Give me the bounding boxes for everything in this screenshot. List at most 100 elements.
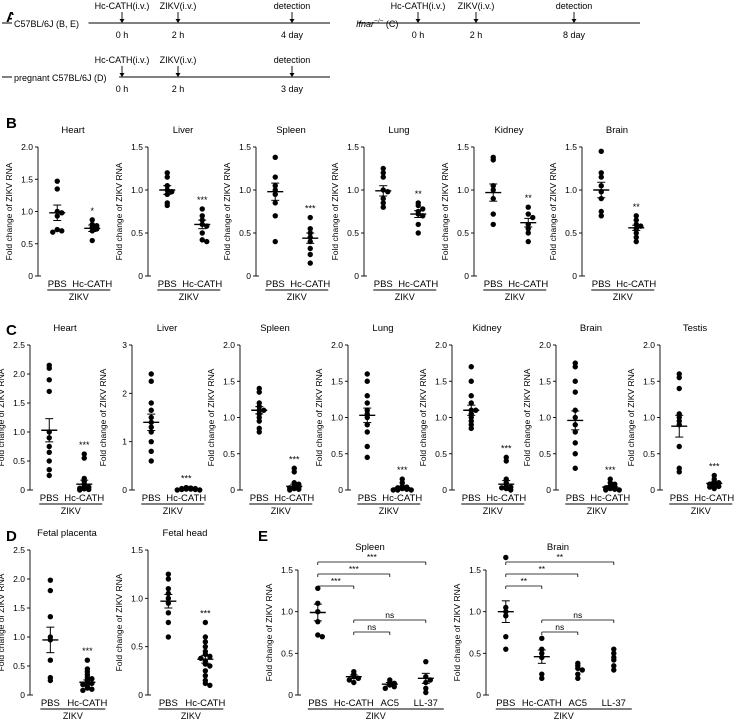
comparison-label: ns bbox=[573, 610, 582, 620]
category-label: PBS bbox=[40, 493, 59, 504]
chart-title: Lung bbox=[388, 125, 409, 136]
y-tick-label: 0.5 bbox=[457, 228, 469, 238]
data-point bbox=[89, 680, 95, 687]
timeline-1: C57BL/6J (B, E)Hc-CATH(i.v.)0 hZIKV(i.v.… bbox=[2, 1, 330, 40]
data-point bbox=[80, 681, 86, 688]
data-point bbox=[423, 658, 429, 665]
data-point bbox=[307, 260, 313, 266]
arrow-head bbox=[175, 19, 181, 23]
data-point bbox=[468, 378, 474, 384]
strain-label: C57BL/6J (B, E) bbox=[14, 19, 79, 29]
data-point bbox=[633, 230, 639, 236]
data-point bbox=[164, 202, 170, 209]
data-point bbox=[572, 389, 578, 395]
y-tick-label: 1.5 bbox=[131, 142, 143, 152]
data-point bbox=[86, 486, 92, 493]
chart-title: Spleen bbox=[260, 323, 290, 334]
group-label: ZIKV bbox=[179, 292, 199, 302]
y-tick-label: 0.5 bbox=[131, 228, 143, 238]
timeline-time-label: 3 day bbox=[281, 84, 304, 94]
y-tick-label: 2.0 bbox=[643, 340, 655, 350]
category-label: Hc-CATH bbox=[182, 279, 222, 290]
data-point bbox=[165, 619, 172, 626]
category-label: LL-37 bbox=[414, 698, 438, 709]
y-tick-label: 0 bbox=[122, 485, 127, 495]
y-tick-label: 0 bbox=[246, 271, 251, 281]
y-tick-label: 1.5 bbox=[223, 376, 235, 386]
data-point bbox=[307, 251, 313, 258]
y-tick-label: 0.5 bbox=[435, 449, 447, 459]
data-point bbox=[575, 671, 581, 677]
data-point bbox=[380, 165, 386, 172]
y-tick-label: 0 bbox=[476, 690, 481, 700]
significance-marker: *** bbox=[501, 443, 512, 453]
group-label: ZIKV bbox=[691, 506, 711, 516]
data-point bbox=[202, 643, 209, 650]
timeline-time-label: 4 day bbox=[281, 30, 304, 40]
y-tick-label: 1.0 bbox=[347, 185, 359, 195]
y-tick-label: 0.5 bbox=[331, 449, 343, 459]
comparison-label: *** bbox=[331, 576, 342, 586]
timeline-step-label: Hc-CATH(i.v.) bbox=[95, 55, 150, 65]
data-point bbox=[204, 238, 210, 245]
y-axis-label: Fold change of ZIKV RNA bbox=[314, 368, 324, 466]
category-label: PBS bbox=[158, 279, 177, 290]
data-point bbox=[272, 174, 278, 180]
y-axis-label: Fold change of ZIKV RNA bbox=[522, 368, 532, 466]
y-tick-label: 0 bbox=[464, 271, 469, 281]
data-point bbox=[633, 238, 639, 245]
data-point bbox=[633, 217, 639, 223]
strain-label-bg bbox=[12, 69, 120, 82]
group-label: ZIKV bbox=[63, 711, 83, 721]
y-tick-label: 1.0 bbox=[469, 607, 481, 617]
data-point bbox=[711, 485, 717, 492]
y-axis-label: Fold change of ZIKV RNA bbox=[264, 583, 274, 681]
y-tick-label: 0 bbox=[138, 271, 143, 281]
y-tick-label: 1.0 bbox=[457, 185, 469, 195]
data-point bbox=[307, 245, 313, 252]
data-point bbox=[364, 371, 370, 377]
data-point bbox=[272, 154, 278, 161]
category-label: AC5 bbox=[381, 698, 399, 709]
strain-label: pregnant C57BL/6J (D) bbox=[14, 73, 107, 83]
y-tick-label: 1.0 bbox=[13, 632, 25, 642]
arrow-head bbox=[289, 19, 295, 23]
category-label: PBS bbox=[266, 279, 285, 290]
data-point bbox=[611, 650, 617, 657]
timeline-step-label: Hc-CATH(i.v.) bbox=[95, 1, 150, 11]
data-point bbox=[197, 487, 203, 493]
data-point bbox=[598, 174, 604, 180]
chart-title: Spleen bbox=[276, 125, 306, 136]
strain-label-bg bbox=[12, 15, 89, 28]
data-point bbox=[575, 675, 581, 682]
data-point bbox=[47, 577, 54, 583]
data-point bbox=[572, 451, 578, 457]
data-point bbox=[390, 487, 396, 493]
category-label: Hc-CATH bbox=[616, 279, 656, 290]
data-point bbox=[47, 614, 54, 620]
data-point bbox=[503, 646, 509, 652]
category-label: PBS bbox=[592, 279, 611, 290]
comparison-label: ns bbox=[367, 622, 376, 632]
y-tick-label: 1 bbox=[122, 437, 127, 447]
data-point bbox=[525, 230, 531, 236]
y-tick-label: 0.5 bbox=[539, 449, 551, 459]
chart-title: Kidney bbox=[472, 323, 501, 334]
timeline-time-label: 0 h bbox=[116, 30, 129, 40]
data-point bbox=[46, 443, 52, 450]
arrow-head bbox=[119, 73, 125, 77]
chart-title: Lung bbox=[372, 323, 393, 334]
timeline-2: Ifnar−/− (C)Hc-CATH(i.v.)0 hZIKV(i.v.)2 … bbox=[356, 1, 640, 40]
strain-superscript: −/− bbox=[374, 18, 384, 25]
y-tick-label: 1.0 bbox=[331, 413, 343, 423]
y-tick-label: 1.0 bbox=[21, 207, 33, 217]
comparison-label: ns bbox=[555, 622, 564, 632]
data-point bbox=[423, 689, 429, 696]
y-tick-label: 0 bbox=[650, 485, 655, 495]
category-label: PBS bbox=[358, 493, 377, 504]
y-tick-label: 1.0 bbox=[565, 185, 577, 195]
data-point bbox=[148, 407, 154, 413]
y-tick-label: 2.0 bbox=[331, 340, 343, 350]
